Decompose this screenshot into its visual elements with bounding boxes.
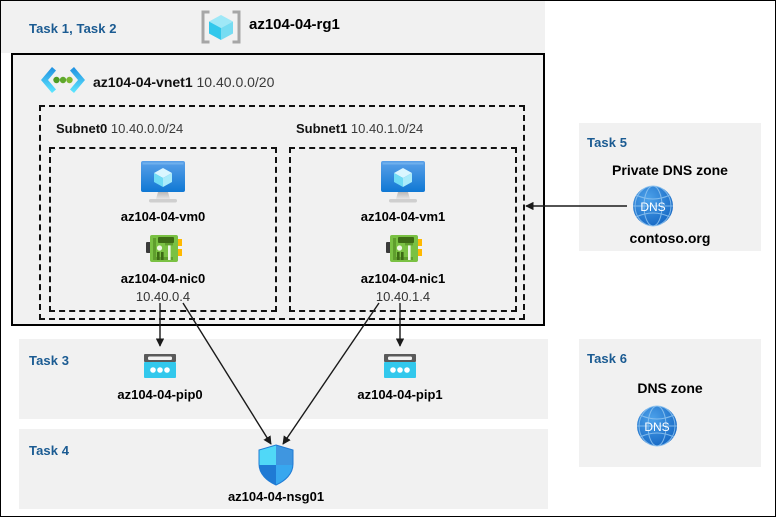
resource-group-icon [199,8,243,46]
subnet1-name: Subnet1 [296,121,348,136]
dns-zone-title: DNS zone [637,380,703,396]
virtual-network-icon [37,64,89,96]
dns-icon-label: DNS [640,200,665,214]
private-dns-zone-name: contoso.org [629,230,711,246]
task-label-6: Task 6 [587,351,628,366]
public-ip-address-icon [382,352,418,382]
task-label-3: Task 3 [29,353,70,368]
network-interface-icon [385,230,423,268]
nsg-name: az104-04-nsg01 [227,489,325,504]
vm0-name: az104-04-vm0 [120,209,206,224]
subnet1-cidr: 10.40.1.0/24 [350,121,424,136]
dns-zone-icon: DNS [631,184,675,228]
network-interface-icon [145,230,183,268]
vm1-name: az104-04-vm1 [360,209,446,224]
public-ip-panel [19,339,548,419]
task-label-4: Task 4 [29,443,70,458]
pip1-name: az104-04-pip1 [357,387,443,402]
nic0-name: az104-04-nic0 [120,271,206,286]
subnet0-box [49,147,277,312]
public-ip-address-icon [142,352,178,382]
subnet1-header: Subnet1 10.40.1.0/24 [296,121,423,136]
resource-group-name: az104-04-rg1 [249,16,340,33]
task-label-5: Task 5 [587,135,628,150]
virtual-network-cidr: 10.40.0.0/20 [196,74,275,90]
nic1-ip: 10.40.1.4 [375,289,431,304]
subnet0-name: Subnet0 [56,121,108,136]
virtual-network-header: az104-04-vnet1 10.40.0.0/20 [93,74,274,90]
private-dns-zone-title: Private DNS zone [612,162,728,178]
pip0-name: az104-04-pip0 [117,387,203,402]
nic0-ip: 10.40.0.4 [135,289,191,304]
subnet0-header: Subnet0 10.40.0.0/24 [56,121,183,136]
virtual-network-name: az104-04-vnet1 [93,74,193,90]
private-dns-zone-panel [579,123,761,251]
subnets-container [39,105,525,320]
network-security-group-icon [257,444,295,486]
resource-group-panel [1,1,545,53]
task-label-1-2: Task 1, Task 2 [29,21,117,36]
dns-zone-panel [579,339,761,467]
virtual-network-panel [11,53,545,326]
dns-icon-label: DNS [644,420,669,434]
subnet0-cidr: 10.40.0.0/24 [110,121,184,136]
virtual-machine-icon [135,159,191,204]
nic1-name: az104-04-nic1 [360,271,446,286]
subnet1-box [289,147,517,312]
dns-zone-icon: DNS [635,404,679,448]
virtual-machine-icon [375,159,431,204]
